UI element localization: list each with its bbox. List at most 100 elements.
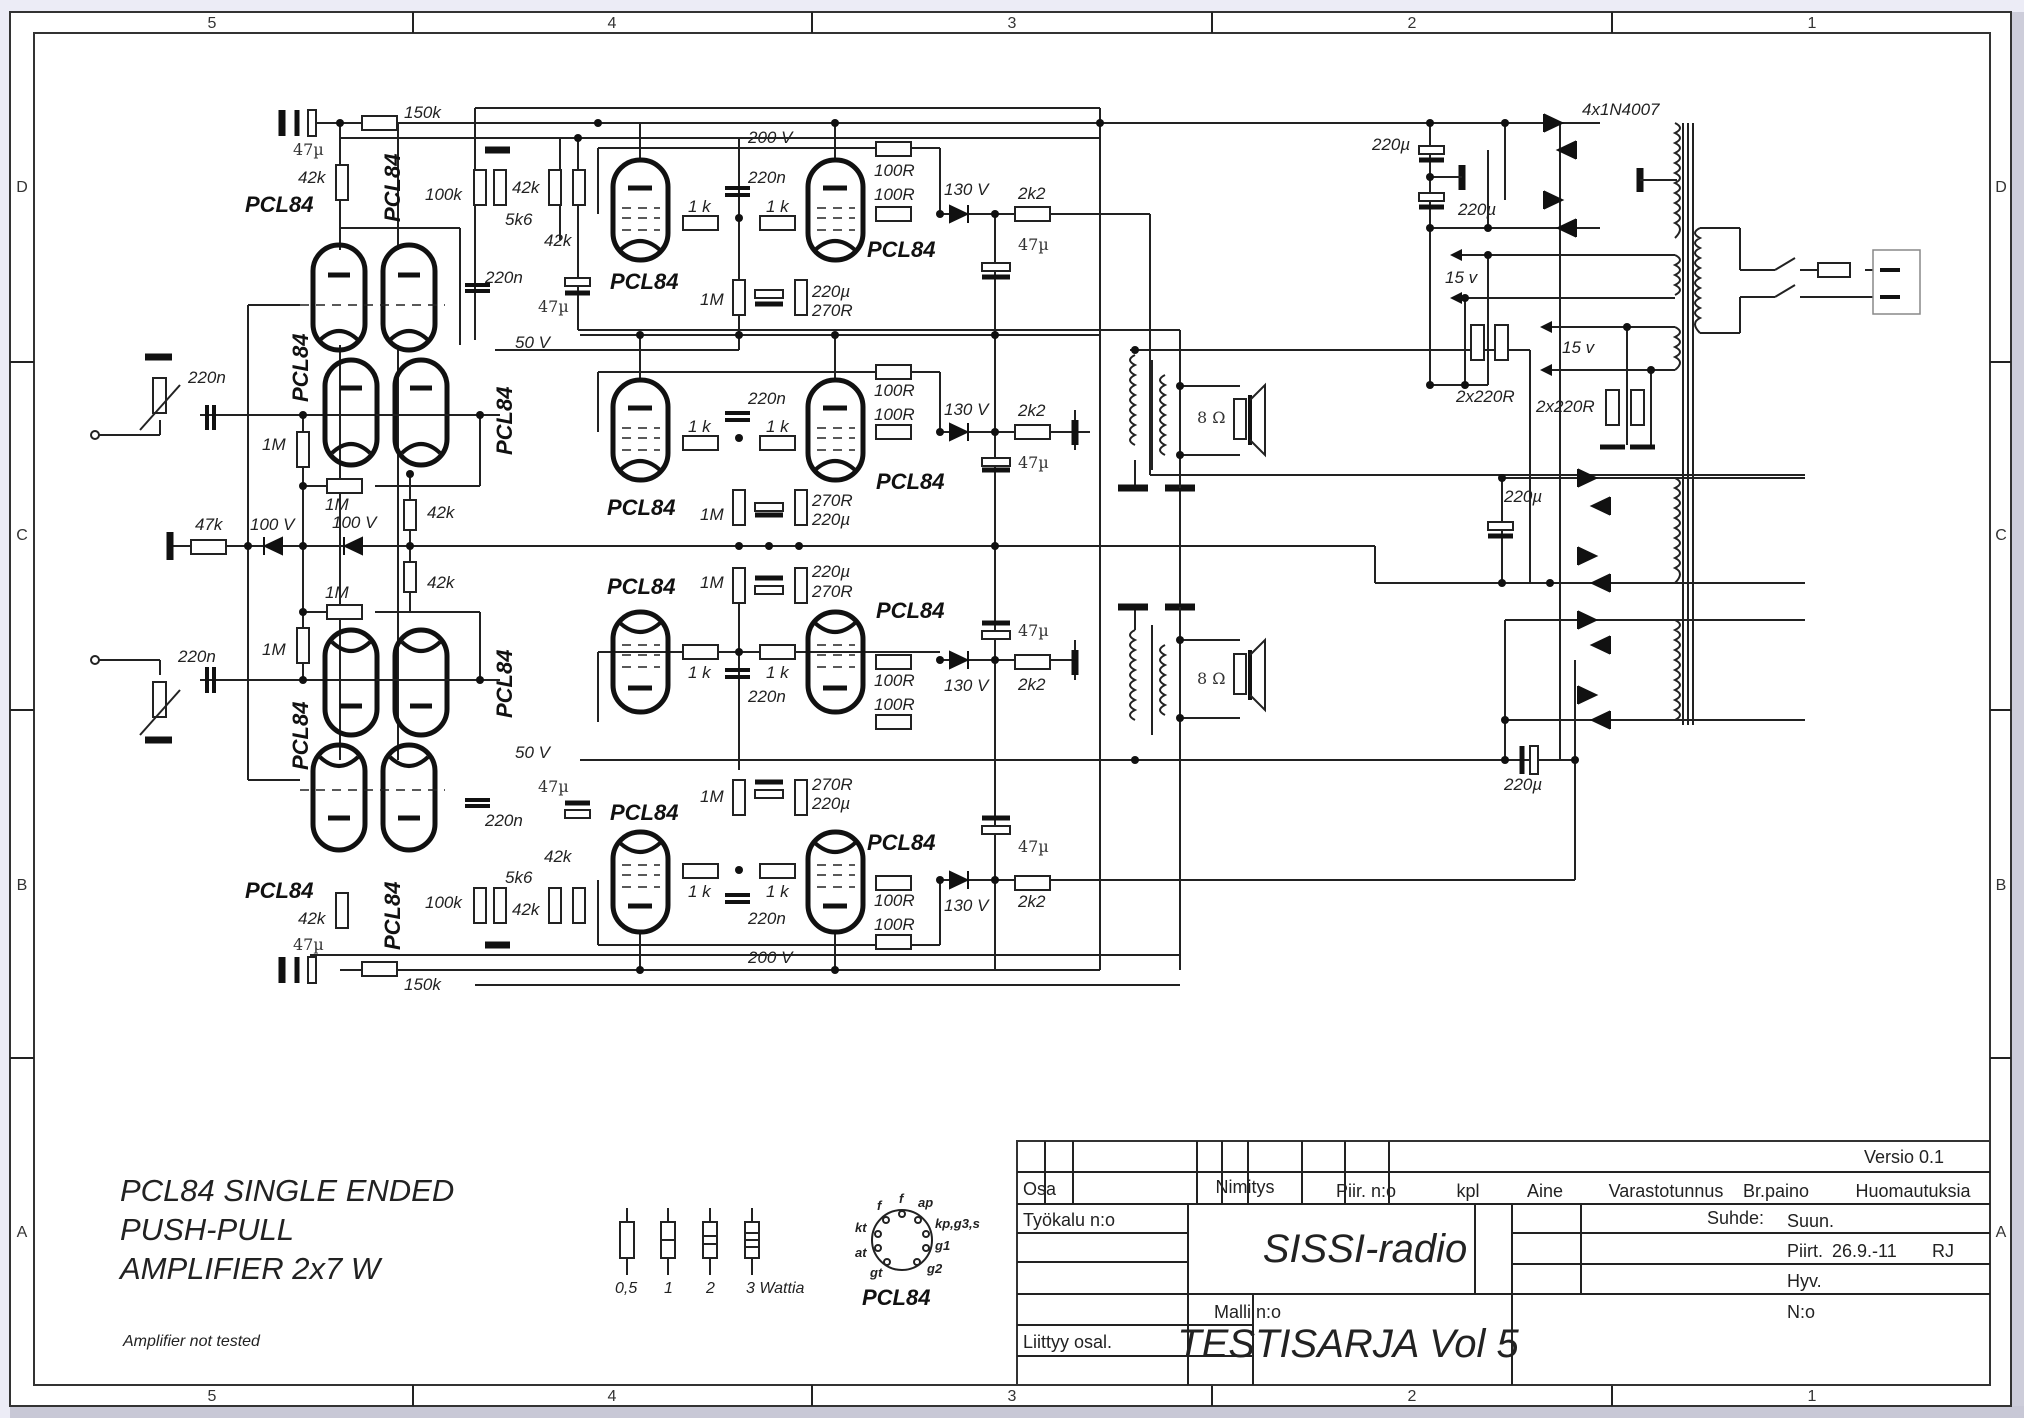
label-100R: 100R xyxy=(874,695,915,714)
label-220n: 220n xyxy=(747,909,786,928)
tube-label: PCL84 xyxy=(380,154,405,222)
label-270R: 270R xyxy=(811,301,853,320)
psu-capacitors xyxy=(1418,145,1539,775)
col-label-bottom: 5 xyxy=(208,1388,217,1405)
label-220n: 220n xyxy=(747,389,786,408)
row-label-left: C xyxy=(16,527,28,544)
row-label-left: D xyxy=(16,179,28,196)
label-2k2: 2k2 xyxy=(1017,675,1046,694)
label-1M: 1M xyxy=(262,435,286,454)
legend-label: 0,5 xyxy=(615,1280,637,1297)
label-47u: 47µ xyxy=(1018,621,1049,640)
capacitors xyxy=(205,109,1011,984)
label-8ohm: 8 Ω xyxy=(1197,408,1226,427)
title-block xyxy=(1016,1140,1991,1386)
tube-label: PCL84 xyxy=(492,650,517,718)
label-100R: 100R xyxy=(874,161,915,180)
label-5k6: 5k6 xyxy=(505,210,533,229)
label-220u: 220µ xyxy=(811,282,850,301)
psu-resistors xyxy=(1450,249,1655,450)
label-220n: 220n xyxy=(177,647,216,666)
label-1k: 1 k xyxy=(688,417,712,436)
label-1k: 1 k xyxy=(766,882,790,901)
row-label-left: B xyxy=(17,877,28,894)
label-130v: 130 V xyxy=(944,180,990,199)
label-42k: 42k xyxy=(544,847,573,866)
label-2k2: 2k2 xyxy=(1017,401,1046,420)
pin-label: at xyxy=(855,1245,867,1260)
tb-designed: Suun. xyxy=(1787,1211,1834,1231)
label-1M: 1M xyxy=(700,290,724,309)
label-1M: 1M xyxy=(262,640,286,659)
tube-label: PCL84 xyxy=(245,878,313,903)
label-100R: 100R xyxy=(874,915,915,934)
label-220n: 220n xyxy=(484,268,523,287)
tb-header-aine: Aine xyxy=(1527,1181,1563,1201)
label-2k2: 2k2 xyxy=(1017,892,1046,911)
speaker-top xyxy=(1233,382,1266,458)
label-220u: 220µ xyxy=(1503,775,1542,794)
tube-label: PCL84 xyxy=(876,469,944,494)
tb-drawn-by: RJ xyxy=(1932,1241,1954,1261)
legend-label: 1 xyxy=(664,1280,673,1297)
label-1k: 1 k xyxy=(688,197,712,216)
label-42k: 42k xyxy=(298,909,327,928)
tb-header-kpl: kpl xyxy=(1456,1181,1479,1201)
label-1M: 1M xyxy=(700,505,724,524)
label-15v: 15 v xyxy=(1445,268,1479,287)
label-200v: 200 V xyxy=(747,128,794,147)
tb-related: Liittyy osal. xyxy=(1023,1332,1112,1352)
label-150k: 150k xyxy=(404,975,442,994)
pin-label: ap xyxy=(918,1195,933,1210)
notes-title-line: PCL84 SINGLE ENDED xyxy=(120,1173,454,1208)
component-labels: 150k 150k 47µ 47µ 42k 42k 100k 100k 5k6 … xyxy=(177,100,1660,994)
tb-header-osa: Osa xyxy=(1023,1179,1057,1199)
label-rectifier: 4x1N4007 xyxy=(1582,100,1660,119)
pentode-tubes xyxy=(610,157,866,935)
tube-label: PCL84 xyxy=(245,192,313,217)
input-jack-right xyxy=(90,655,100,665)
label-220n: 220n xyxy=(747,168,786,187)
tube-label: PCL84 xyxy=(288,334,313,402)
pot-wiper-arrow xyxy=(139,384,181,431)
label-100v: 100 V xyxy=(250,515,296,534)
zener-diodes xyxy=(262,204,970,890)
pin-label: kp,g3,s xyxy=(935,1216,980,1231)
label-42k: 42k xyxy=(512,900,541,919)
label-220u: 220µ xyxy=(1503,487,1542,506)
rectifier-diodes xyxy=(1543,113,1611,730)
label-1M: 1M xyxy=(325,495,349,514)
col-label-top: 1 xyxy=(1808,15,1817,32)
row-label-right: B xyxy=(1996,877,2007,894)
label-100v: 100 V xyxy=(332,513,378,532)
label-47u: 47µ xyxy=(1018,837,1049,856)
pinout-diagram xyxy=(871,1209,933,1271)
tb-drawing-title: TESTISARJA Vol 5 xyxy=(1177,1322,1519,1366)
label-100R: 100R xyxy=(874,381,915,400)
col-label-bottom: 3 xyxy=(1008,1388,1017,1405)
tb-model-no: Malli n:o xyxy=(1214,1302,1281,1322)
pin-label: g2 xyxy=(926,1261,943,1276)
label-1M: 1M xyxy=(325,583,349,602)
label-130v: 130 V xyxy=(944,400,990,419)
label-220u: 220µ xyxy=(811,562,850,581)
label-47u: 47µ xyxy=(293,140,324,159)
tb-header-piir: Piir. n:o xyxy=(1336,1181,1396,1201)
row-label-left: A xyxy=(17,1224,28,1241)
label-150k: 150k xyxy=(404,103,442,122)
label-130v: 130 V xyxy=(944,896,990,915)
pin-label: g1 xyxy=(934,1238,950,1253)
label-100R: 100R xyxy=(874,671,915,690)
ground-symbols xyxy=(145,110,1079,983)
label-100k: 100k xyxy=(425,185,463,204)
label-1k: 1 k xyxy=(766,663,790,682)
pin-label: kt xyxy=(855,1220,867,1235)
label-270R: 270R xyxy=(811,775,853,794)
tube-label: PCL84 xyxy=(607,574,675,599)
col-label-bottom: 4 xyxy=(608,1388,617,1405)
label-130v: 130 V xyxy=(944,676,990,695)
label-220n: 220n xyxy=(484,811,523,830)
col-label-top: 4 xyxy=(608,15,617,32)
label-220n: 220n xyxy=(747,687,786,706)
col-label-bottom: 1 xyxy=(1808,1388,1817,1405)
